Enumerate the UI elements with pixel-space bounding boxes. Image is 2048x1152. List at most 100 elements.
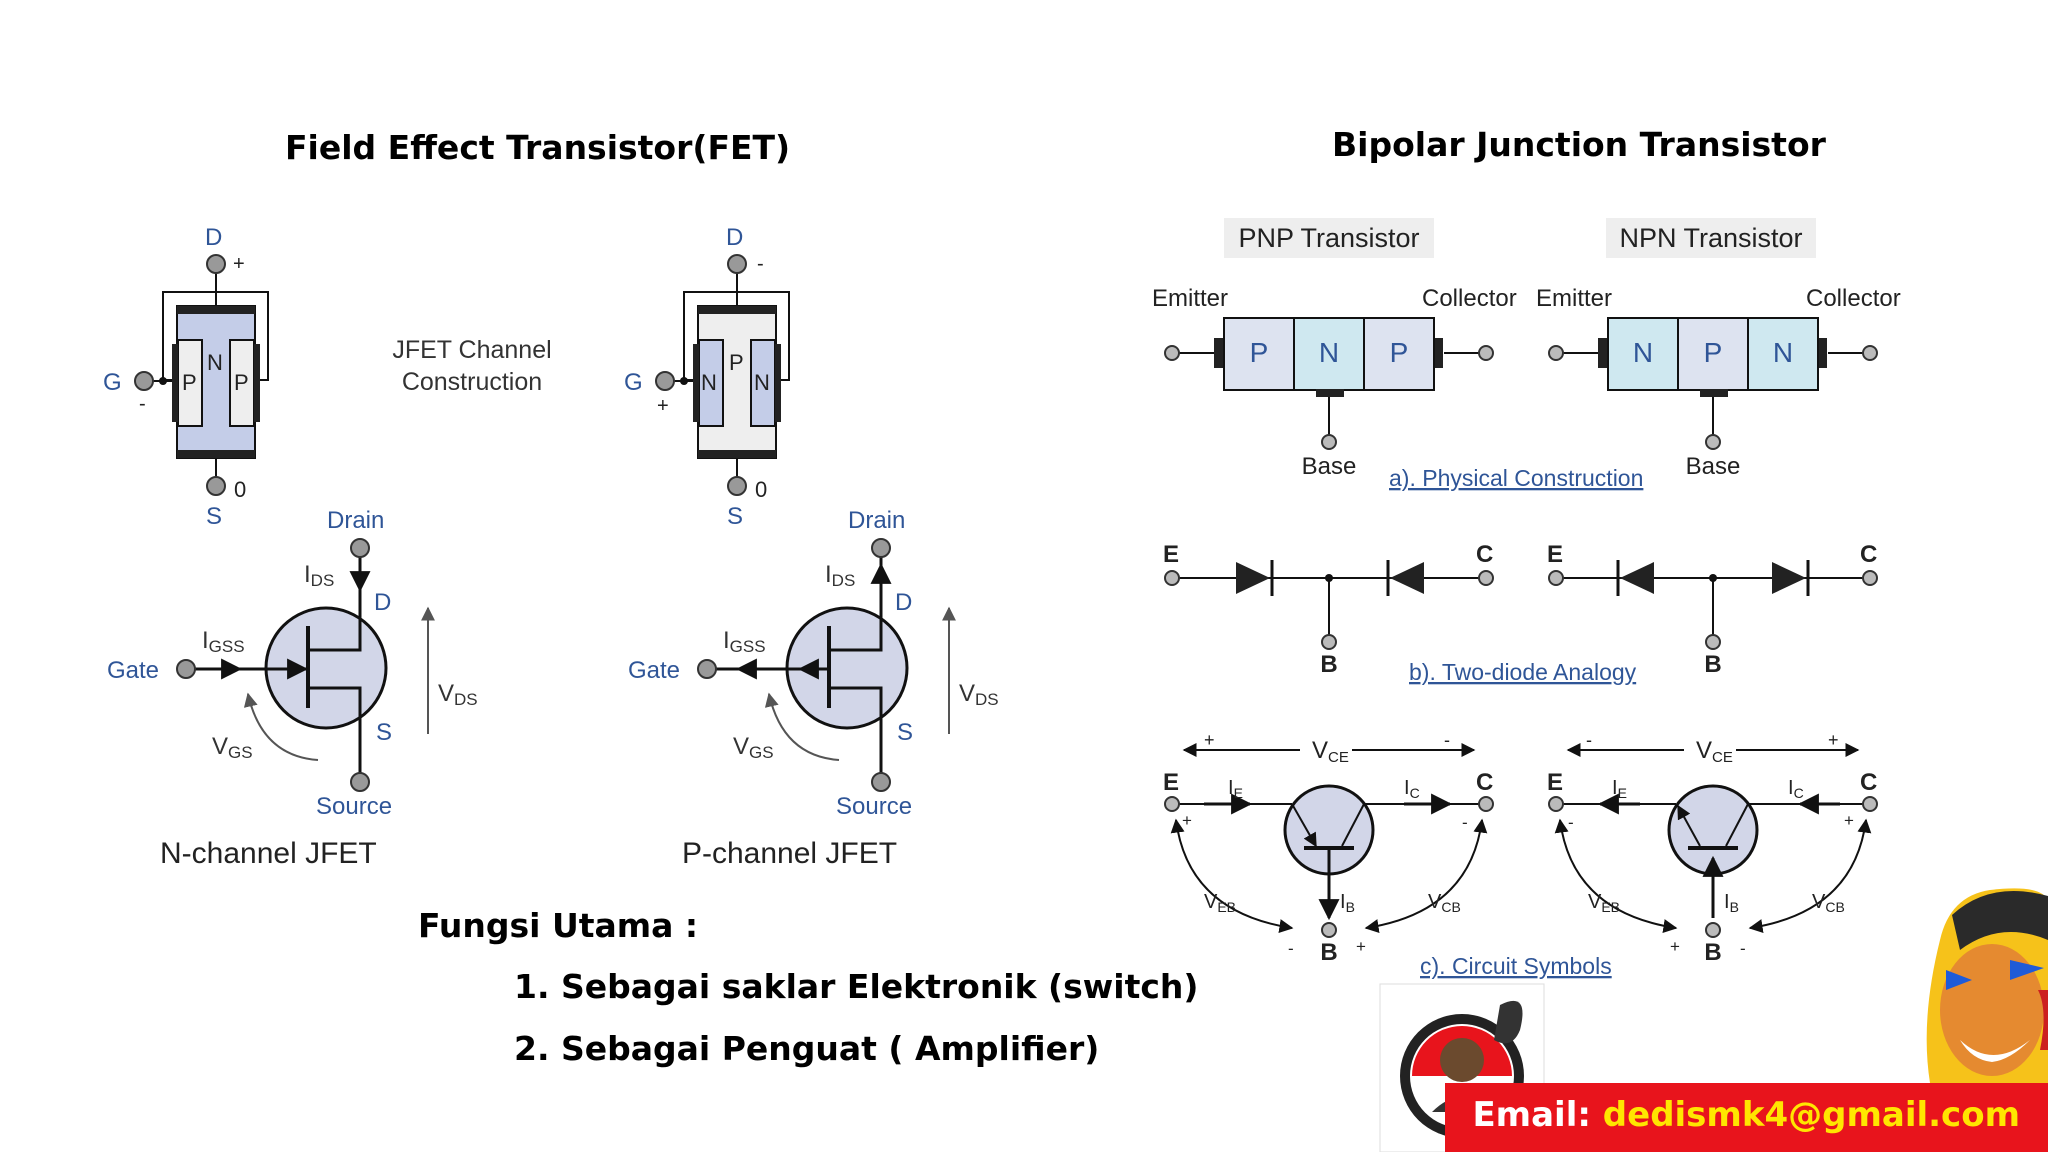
n-sym-igss-sub: GSS — [209, 637, 245, 656]
p-sym-i2: I — [723, 627, 730, 654]
npn-b-plus: + — [1670, 937, 1680, 956]
n-sym-ids-sub: DS — [311, 571, 335, 590]
npn-label: NPN Transistor — [1619, 223, 1802, 253]
email-text: Email: dedismk4@gmail.com — [1472, 1095, 2020, 1135]
pnp-vce-v: V — [1312, 737, 1328, 764]
n-sym-source: Source — [316, 793, 392, 820]
pnp-sym-e: E — [1163, 769, 1179, 796]
n-struct-s-val: 0 — [234, 477, 246, 502]
svg-text:IE: IE — [1612, 777, 1627, 801]
n-struct-s: S — [206, 503, 222, 530]
p-struct-layer-mid: P — [729, 350, 744, 375]
npn-emitter: Emitter — [1536, 285, 1612, 312]
pnp-layer-1: P — [1250, 337, 1269, 368]
p-sym-v: V — [733, 733, 749, 760]
p-jfet-caption: P-channel JFET — [682, 837, 897, 870]
p-jfet-symbol: Drain Source Gate D S IDS IGSS VGS VDS P… — [628, 507, 999, 870]
pnp-sym-b: B — [1320, 939, 1337, 966]
n-sym-vgs-sub: GS — [228, 743, 253, 762]
npn-b-minus: - — [1740, 939, 1746, 958]
p-sym-i: I — [825, 561, 832, 588]
n-struct-d-sign: + — [233, 253, 245, 275]
p-struct-layer-left: N — [701, 370, 717, 395]
n-jfet-construction: D + G - S 0 P N P — [103, 224, 269, 530]
n-struct-layer-mid: N — [207, 350, 223, 375]
n-sym-vds-sub: DS — [454, 690, 478, 709]
n-struct-g: G — [103, 369, 122, 396]
p-sym-vgs-sub: GS — [749, 743, 774, 762]
npn-veb-v: V — [1588, 891, 1602, 913]
pnp-b-minus: - — [1288, 939, 1294, 958]
fungsi-item-1: 1. Sebagai saklar Elektronik (switch) — [514, 967, 1199, 1006]
pnp-ie-i: I — [1228, 777, 1234, 799]
n-jfet-symbol: Drain Source Gate D S IDS IGSS VGS VDS N… — [107, 507, 478, 870]
pnp-ic-sub: C — [1410, 785, 1420, 801]
pnp-vce-plus: + — [1204, 730, 1215, 750]
bjt-title: Bipolar Junction Transistor — [1332, 125, 1826, 164]
n-jfet-caption: N-channel JFET — [160, 837, 377, 870]
svg-text:IB: IB — [1724, 891, 1739, 915]
npn-ie-sub: E — [1618, 785, 1627, 801]
p-sym-drain: Drain — [848, 507, 905, 534]
p-sym-gate: Gate — [628, 657, 680, 684]
n-sym-drain: Drain — [327, 507, 384, 534]
pnp-base: Base — [1302, 453, 1357, 480]
jfet-channel-caption-2: Construction — [402, 368, 542, 396]
npn-vce-sub: CE — [1712, 749, 1733, 766]
fungsi-heading: Fungsi Utama : — [418, 906, 699, 945]
portrait-illustration — [1926, 888, 2048, 1083]
pnp-ie-sub: E — [1234, 785, 1243, 801]
svg-text:VDS: VDS — [438, 680, 478, 709]
npn-vcb-v: V — [1812, 891, 1826, 913]
pnp-veb-sub: EB — [1217, 899, 1236, 915]
bjt-physical-construction: PNP Transistor NPN Transistor P N P Emit… — [1152, 218, 1901, 491]
svg-text:VCB: VCB — [1812, 891, 1845, 915]
npn-veb-sub: EB — [1601, 899, 1620, 915]
pnp-c-minus: - — [1462, 813, 1468, 832]
npn-sym-e: E — [1547, 769, 1563, 796]
svg-text:VEB: VEB — [1204, 891, 1236, 915]
caption-circuit-symbols: c). Circuit Symbols — [1420, 953, 1612, 979]
p-struct-d-sign: - — [757, 253, 764, 275]
pnp-diode-c: C — [1476, 541, 1493, 568]
svg-text:VDS: VDS — [959, 680, 999, 709]
email-label: Email: — [1472, 1095, 1603, 1135]
p-sym-igss-sub: GSS — [730, 637, 766, 656]
n-struct-layer-left: P — [182, 370, 197, 395]
svg-text:VCE: VCE — [1696, 737, 1733, 766]
svg-text:IC: IC — [1404, 777, 1420, 801]
pnp-layer-2: N — [1319, 337, 1339, 368]
jfet-channel-caption-1: JFET Channel — [392, 336, 551, 364]
n-sym-s: S — [376, 719, 392, 746]
pnp-layer-3: P — [1390, 337, 1409, 368]
npn-sym-b: B — [1704, 939, 1721, 966]
n-sym-i: I — [304, 561, 311, 588]
p-struct-s: S — [727, 503, 743, 530]
n-sym-v: V — [212, 733, 228, 760]
pnp-e-plus: + — [1182, 811, 1192, 830]
svg-text:VGS: VGS — [733, 733, 774, 762]
pnp-ic-i: I — [1404, 777, 1410, 799]
p-struct-g-sign: + — [657, 395, 669, 417]
p-sym-v2: V — [959, 680, 975, 707]
p-sym-vds-sub: DS — [975, 690, 999, 709]
npn-vce-minus: - — [1586, 730, 1592, 750]
n-sym-d: D — [374, 589, 391, 616]
svg-text:VCB: VCB — [1428, 891, 1461, 915]
svg-text:IGSS: IGSS — [723, 627, 766, 656]
email-address[interactable]: dedismk4@gmail.com — [1602, 1095, 2020, 1135]
npn-diode-b: B — [1704, 651, 1721, 678]
pnp-vce-sub: CE — [1328, 749, 1349, 766]
npn-diode-c: C — [1860, 541, 1877, 568]
pnp-label: PNP Transistor — [1238, 223, 1419, 253]
npn-collector: Collector — [1806, 285, 1901, 312]
svg-text:IDS: IDS — [825, 561, 855, 590]
pnp-ib-i: I — [1340, 891, 1346, 913]
svg-text:IGSS: IGSS — [202, 627, 245, 656]
npn-e-minus: - — [1568, 813, 1574, 832]
pnp-ib-sub: B — [1346, 899, 1355, 915]
svg-text:VCE: VCE — [1312, 737, 1349, 766]
npn-ic-sub: C — [1794, 785, 1804, 801]
npn-vce-plus: + — [1828, 730, 1839, 750]
fet-title: Field Effect Transistor(FET) — [285, 128, 791, 167]
